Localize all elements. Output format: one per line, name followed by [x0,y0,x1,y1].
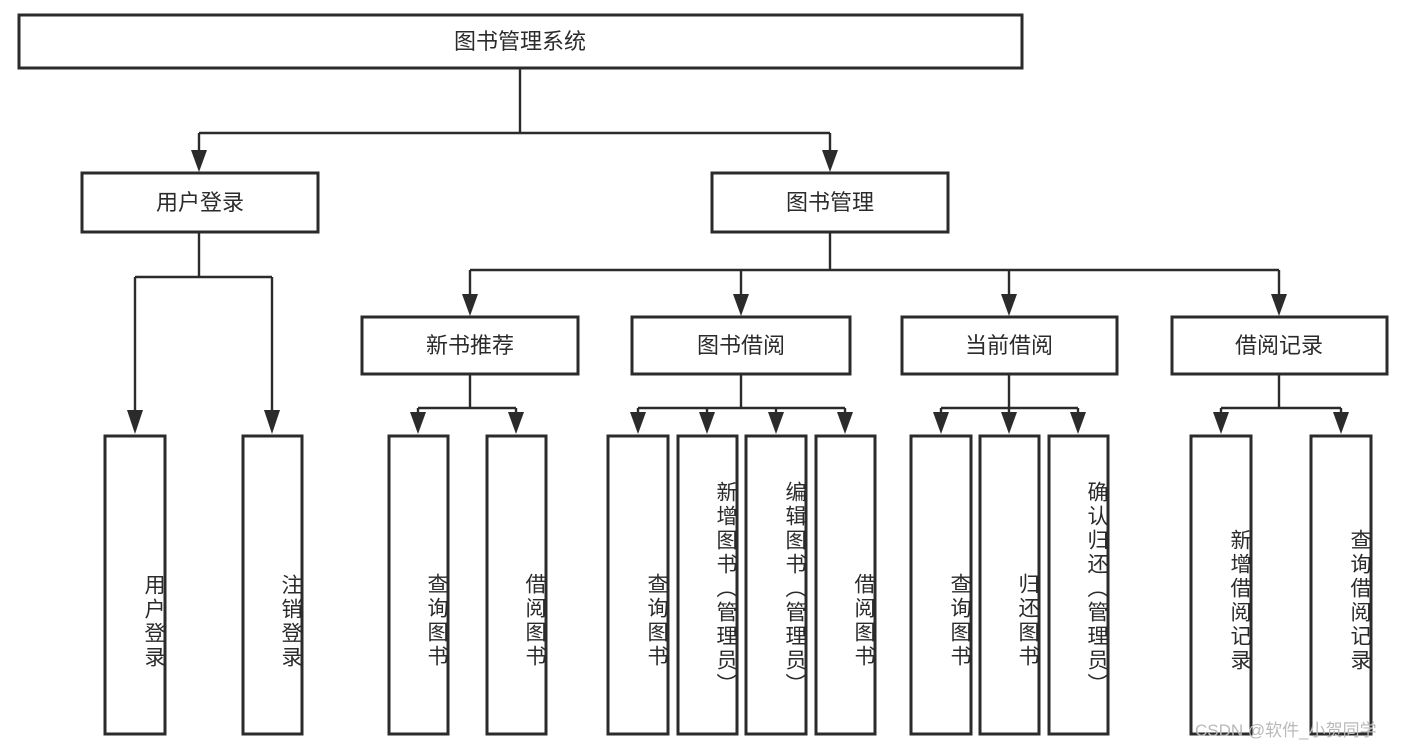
node-root-label: 图书管理系统 [454,29,586,54]
node-book-borrow-label: 图书借阅 [697,333,785,358]
node-leaf-user-login[interactable] [103,434,167,736]
node-book-manage-label: 图书管理 [786,190,874,215]
node-new-book-recommend-label: 新书推荐 [426,333,514,358]
node-leaf-add-record[interactable] [1189,434,1253,736]
node-leaf-query-book-3[interactable] [909,434,973,736]
node-leaf-query-book-2[interactable] [606,434,670,736]
connector-root-to-level2 [191,68,838,172]
node-user-login[interactable]: 用户登录 [80,171,320,234]
node-leaf-query-record[interactable] [1309,434,1373,736]
node-new-book-recommend[interactable]: 新书推荐 [360,315,580,376]
node-leaf-borrow-book-2[interactable] [814,434,877,736]
node-leaf-confirm-return[interactable] [1047,434,1110,736]
connector-userlogin-to-leaves [127,232,280,434]
node-user-login-label: 用户登录 [156,190,244,215]
connector-bookborrow-to-leaves [630,374,853,434]
connector-currentborrow-to-leaves [933,374,1086,434]
node-current-borrow-label: 当前借阅 [965,333,1053,358]
node-leaf-edit-book[interactable] [744,434,808,736]
node-book-manage[interactable]: 图书管理 [710,171,950,234]
connector-borrowrecord-to-leaves [1213,374,1349,434]
node-leaf-query-book-1[interactable] [387,434,450,736]
node-leaf-add-book[interactable] [676,434,739,736]
node-root[interactable]: 图书管理系统 [17,13,1024,70]
node-current-borrow[interactable]: 当前借阅 [900,315,1119,376]
node-book-borrow[interactable]: 图书借阅 [630,315,852,376]
connector-bookmanage-to-level3 [462,232,1287,316]
node-leaf-borrow-book-1[interactable] [485,434,548,736]
node-borrow-record-label: 借阅记录 [1235,333,1323,358]
watermark: CSDN @软件_小贺同学 [1195,721,1377,740]
connector-newbook-to-leaves [410,374,524,434]
leaf-boxes [103,434,1373,736]
node-borrow-record[interactable]: 借阅记录 [1170,315,1389,376]
node-leaf-return-book[interactable] [978,434,1041,736]
node-leaf-logout[interactable] [241,434,304,736]
